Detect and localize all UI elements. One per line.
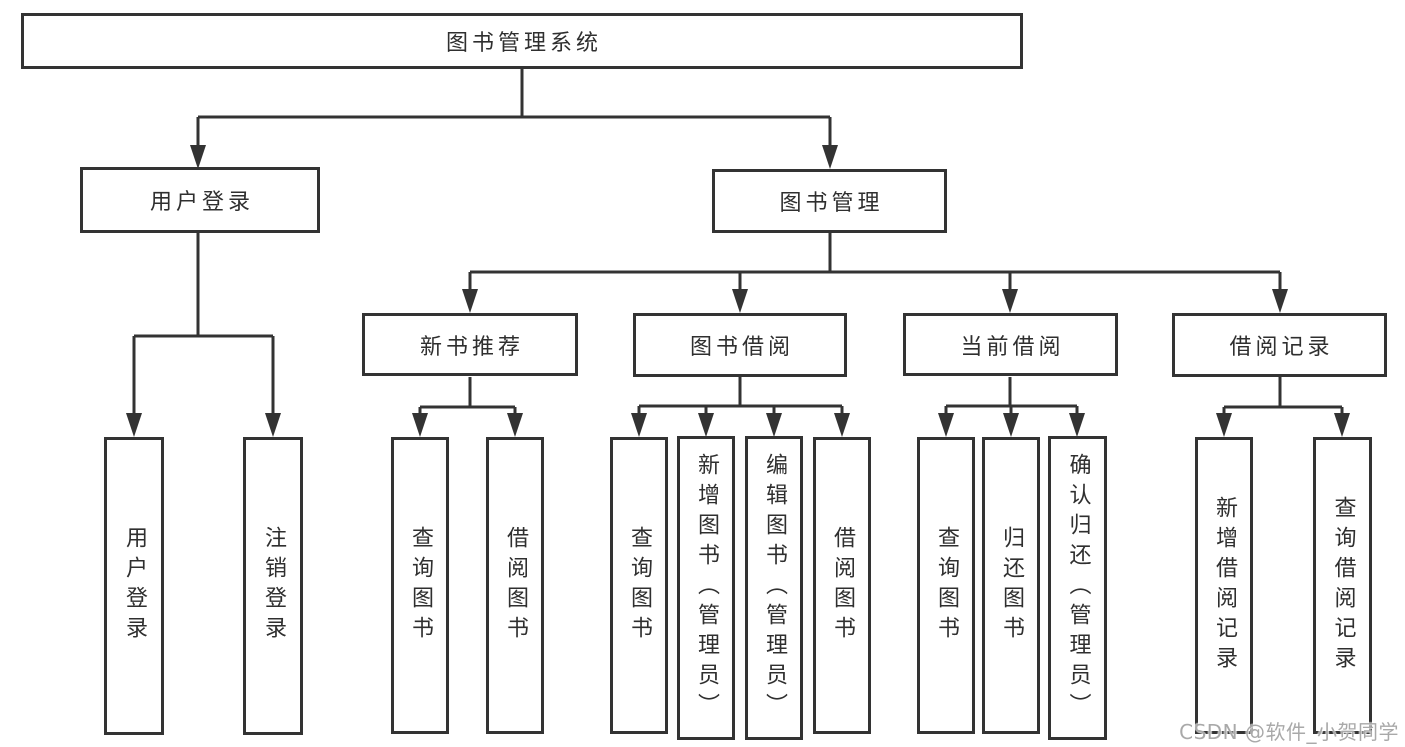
leaf-bb-query-book: 查询图书 <box>610 437 668 734</box>
leaf-cb-return-book: 归还图书 <box>982 437 1040 734</box>
leaf-bb-edit-book-admin: 编辑图书（管理员） <box>745 436 803 740</box>
leaf-logout-login: 注销登录 <box>243 437 303 735</box>
leaf-bb-add-book-admin: 新增图书（管理员） <box>677 436 735 740</box>
node-user-login: 用户登录 <box>80 167 320 233</box>
leaf-nbr-borrow-book: 借阅图书 <box>486 437 544 734</box>
arrowhead-icons <box>126 145 1350 437</box>
node-current-borrow: 当前借阅 <box>903 313 1118 376</box>
node-book-management: 图书管理 <box>712 169 947 233</box>
leaf-cb-confirm-return-admin: 确认归还（管理员） <box>1048 436 1107 740</box>
node-library-management-system: 图书管理系统 <box>21 13 1023 69</box>
leaf-br-query-borrow-record: 查询借阅记录 <box>1313 437 1372 734</box>
watermark: CSDN @软件_小贺同学 <box>1179 720 1399 744</box>
node-book-borrow: 图书借阅 <box>633 313 847 377</box>
leaf-user-login: 用户登录 <box>104 437 164 735</box>
node-new-book-recommend: 新书推荐 <box>362 313 578 376</box>
leaf-bb-borrow-book: 借阅图书 <box>813 437 871 734</box>
leaf-cb-query-book: 查询图书 <box>917 437 975 734</box>
node-borrow-records: 借阅记录 <box>1172 313 1387 377</box>
leaf-nbr-query-book: 查询图书 <box>391 437 449 734</box>
leaf-br-add-borrow-record: 新增借阅记录 <box>1195 437 1253 734</box>
